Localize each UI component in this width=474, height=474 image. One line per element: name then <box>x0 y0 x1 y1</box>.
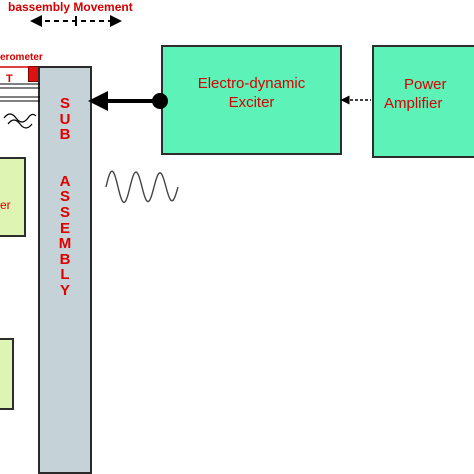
double-headed-dashed-arrow-icon <box>30 15 122 27</box>
sub-assembly-bar <box>38 66 92 474</box>
sine-wave-icon <box>105 170 179 204</box>
sub-assembly-letter: S <box>59 188 70 206</box>
exciter-label-line2: Exciter <box>228 94 275 111</box>
amplifier-label: Power Amplifier <box>384 75 474 113</box>
amplifier-label-line1: Power <box>404 76 447 93</box>
sub-assembly-letter: B <box>59 250 71 268</box>
left-partial-box-label: er <box>0 198 11 212</box>
exciter-label: Electro-dynamic Exciter <box>161 74 342 112</box>
sub-assembly-letter: A <box>59 172 71 190</box>
left-partial-box-bottom <box>0 338 14 410</box>
sub-assembly-letter: Y <box>59 281 70 299</box>
accelerometer-lines <box>0 66 40 129</box>
sub-assembly-letter: S <box>59 203 70 221</box>
sub-assembly-letter: M <box>58 235 72 253</box>
subassembly-movement-label: bassembly Movement <box>8 0 133 14</box>
left-partial-box-top <box>0 157 26 237</box>
exciter-label-line1: Electro-dynamic <box>197 75 306 92</box>
power-amplifier-box <box>372 45 474 158</box>
sub-assembly-letter: L <box>60 266 70 284</box>
sub-assembly-letter: E <box>59 219 70 237</box>
sub-assembly-letter: U <box>59 110 71 128</box>
amplifier-label-line2: Amplifier <box>384 95 443 112</box>
sub-assembly-letter: S <box>59 95 70 112</box>
exciter-connection-arrow-icon <box>88 91 168 111</box>
sub-assembly-letter: B <box>59 126 71 144</box>
accelerometer-label: erometer <box>0 52 43 63</box>
t-marker-label: T <box>6 73 13 85</box>
